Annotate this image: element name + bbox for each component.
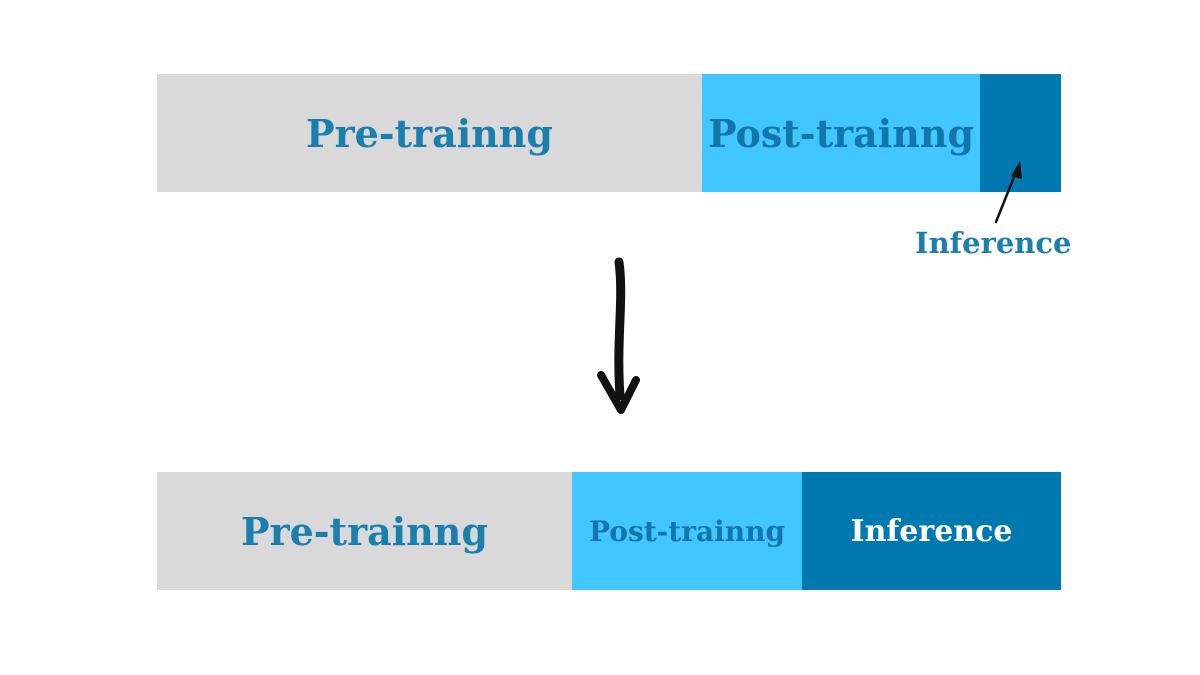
top-post-training-segment: Post-trainng: [702, 74, 980, 192]
top-compute-bar: Pre-trainng Post-trainng: [157, 74, 1061, 192]
top-pre-training-segment: Pre-trainng: [157, 74, 702, 192]
bottom-post-training-segment: Post-trainng: [572, 472, 802, 590]
top-pre-training-label: Pre-trainng: [306, 110, 553, 156]
bottom-inference-segment: Inference: [802, 472, 1061, 590]
bottom-pre-training-label: Pre-trainng: [241, 508, 488, 554]
top-inference-segment: [980, 74, 1061, 192]
top-post-training-label: Post-trainng: [707, 110, 975, 156]
bottom-pre-training-segment: Pre-trainng: [157, 472, 572, 590]
arrow-down-icon: [597, 257, 640, 414]
bottom-inference-label: Inference: [850, 513, 1013, 549]
bottom-compute-bar: Pre-trainng Post-trainng Inference: [157, 472, 1061, 590]
bottom-post-training-label: Post-trainng: [588, 514, 786, 548]
inference-callout-label: Inference: [915, 226, 1072, 260]
